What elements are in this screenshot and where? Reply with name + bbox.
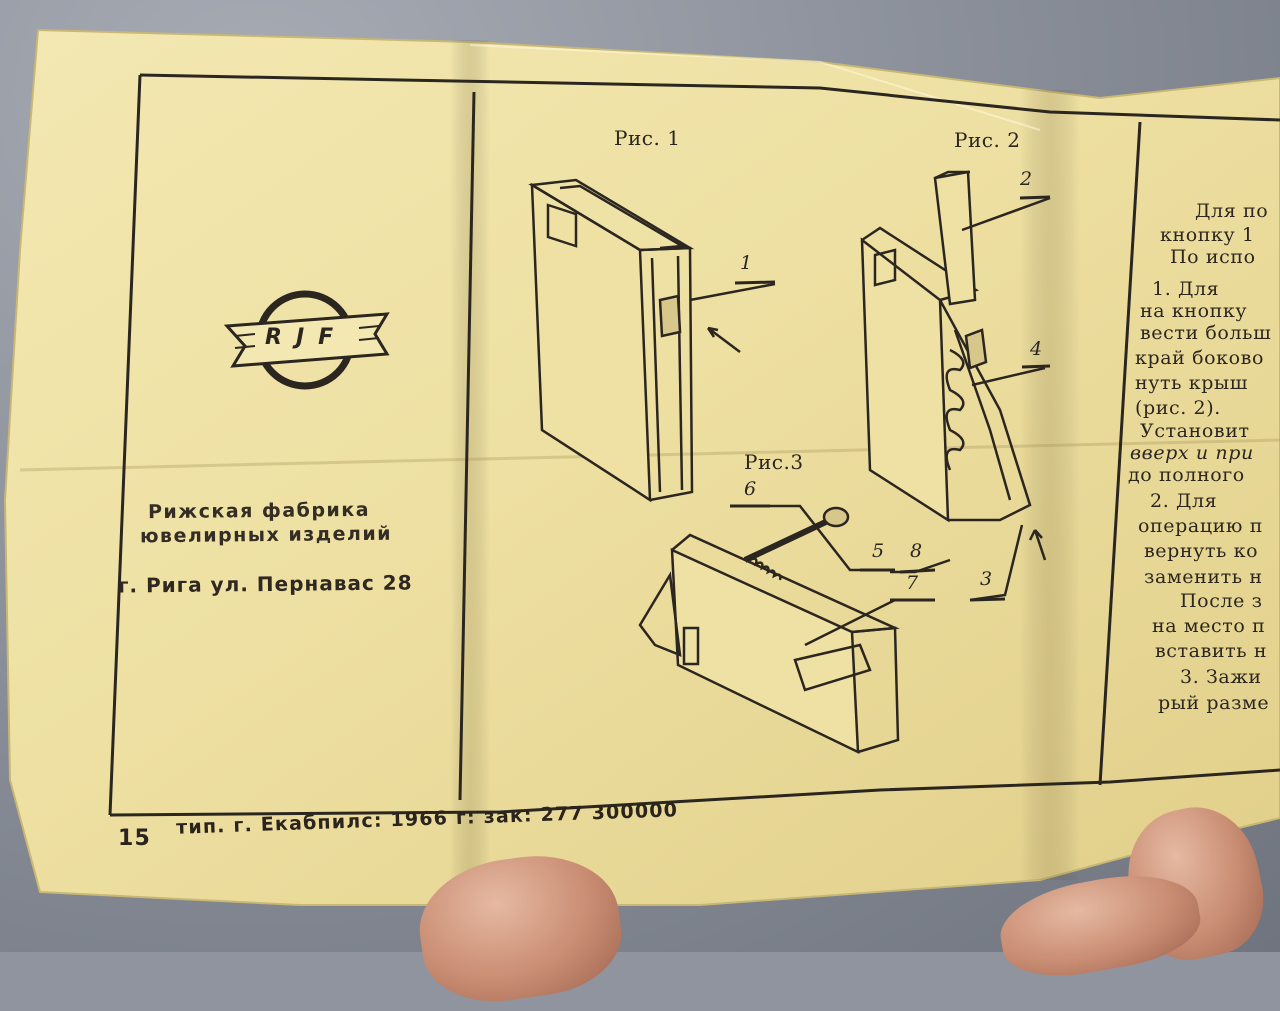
instruction-line: (рис. 2).: [1135, 397, 1221, 419]
callout-number: 5: [872, 540, 885, 562]
fig1-drawing: [528, 178, 776, 503]
callout-number: 6: [744, 478, 757, 500]
paper-crease: [450, 40, 490, 900]
print-run-count: 15: [118, 826, 152, 851]
instruction-line: кнопку 1: [1160, 224, 1255, 246]
logo-letters: RJF: [265, 325, 348, 350]
instruction-line: край боково: [1135, 347, 1264, 369]
callout-number: 7: [906, 572, 919, 594]
fig2-label: Рис. 2: [954, 128, 1021, 152]
fig3-label: Рис.3: [744, 450, 804, 474]
callout-underlines: [730, 195, 1051, 602]
instruction-line: вверх и при: [1130, 442, 1254, 464]
border-frame: [108, 73, 1280, 817]
fig1-label: Рис. 1: [614, 126, 681, 150]
instruction-line: операцию п: [1138, 515, 1263, 537]
instruction-line: 2. Для: [1150, 490, 1218, 512]
instruction-line: 3. Зажи: [1180, 666, 1262, 688]
fig2-drawing: [860, 170, 1051, 602]
callout-number: 1: [740, 252, 753, 274]
callout-number: 8: [910, 540, 923, 562]
paper-crease: [1020, 90, 1080, 880]
instruction-line: на место п: [1152, 615, 1266, 637]
instruction-line: После з: [1180, 590, 1263, 612]
paper-crease: [19, 438, 1280, 472]
instruction-line: до полного: [1128, 464, 1245, 486]
instruction-line: вставить н: [1155, 640, 1268, 662]
instruction-line: Установит: [1140, 420, 1250, 442]
instruction-line: на кнопку: [1140, 300, 1248, 322]
instruction-line: 1. Для: [1152, 278, 1220, 300]
rjf-logo: [223, 290, 390, 390]
callout-number: 3: [980, 568, 993, 590]
instruction-line: нуть крыш: [1135, 372, 1248, 394]
instruction-line: По испо: [1170, 246, 1256, 268]
callout-number: 4: [1030, 338, 1043, 360]
callout-number: 2: [1020, 168, 1033, 190]
instruction-leaflet: [3, 28, 1280, 906]
instruction-line: рый разме: [1158, 692, 1270, 714]
instruction-line: вести больш: [1140, 322, 1272, 344]
instruction-line: заменить н: [1144, 566, 1263, 588]
instruction-line: вернуть ко: [1144, 540, 1259, 562]
instruction-line: Для по: [1195, 200, 1269, 222]
